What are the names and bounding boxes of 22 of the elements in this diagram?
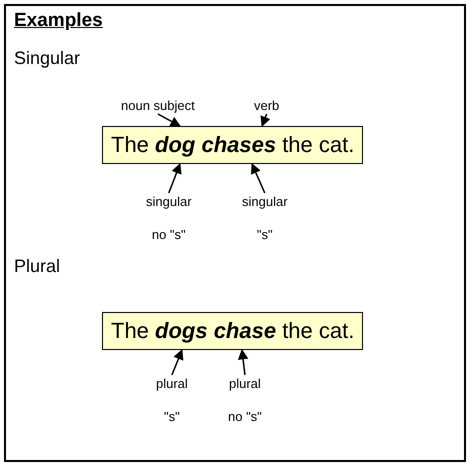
- annotation-label: verb: [254, 98, 280, 113]
- arrow: [158, 113, 181, 127]
- arrow: [171, 349, 184, 376]
- section-label: Plural: [14, 256, 60, 277]
- annotation-label: plural: [228, 376, 262, 391]
- arrow: [251, 163, 266, 194]
- annotation-note: "s": [163, 409, 181, 424]
- heading: Examples: [14, 10, 103, 32]
- annotation-label: plural: [156, 376, 188, 391]
- arrow: [168, 163, 182, 194]
- annotation-label: noun subject: [121, 98, 195, 113]
- sentence-box: The dog chases the cat.: [102, 126, 364, 164]
- annotation-note: no "s": [150, 227, 187, 242]
- annotation-label: singular: [242, 194, 288, 209]
- section-label: Singular: [14, 48, 80, 69]
- frame-border: [4, 4, 466, 462]
- arrow: [238, 348, 248, 376]
- annotation-label: singular: [146, 194, 192, 209]
- annotation-note: no "s": [228, 409, 262, 424]
- annotation-note: "s": [256, 227, 274, 242]
- arrow: [260, 114, 270, 127]
- sentence-box: The dogs chase the cat.: [102, 312, 364, 350]
